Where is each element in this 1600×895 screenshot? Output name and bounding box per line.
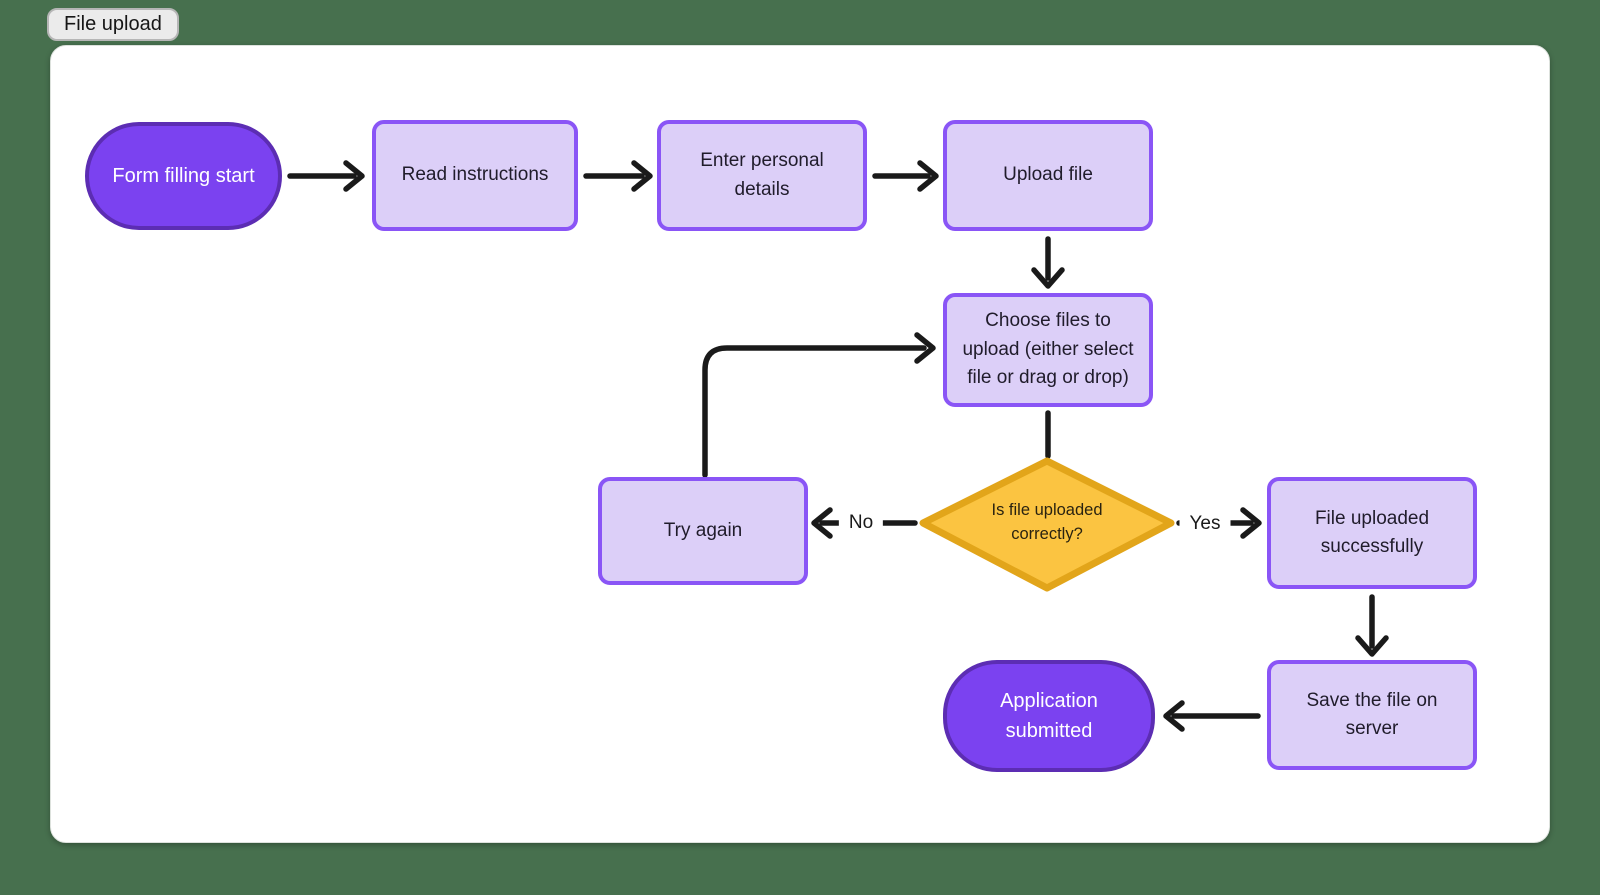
node-file-uploaded-label: File uploaded successfully <box>1314 507 1430 558</box>
node-enter-personal-details-label: Enter personal details <box>700 150 824 200</box>
node-read-instructions-label: Read instructions <box>401 164 549 186</box>
arrow-start-to-read <box>287 160 365 192</box>
node-try-again-label: Try again <box>663 519 743 541</box>
tab-label: File upload <box>64 13 162 35</box>
node-start-label: Form filling start <box>112 165 255 187</box>
node-file-uploaded[interactable]: File uploaded successfully <box>1267 477 1477 589</box>
node-choose-files-label: Choose files to upload (either select fi… <box>962 310 1134 389</box>
node-read-instructions[interactable]: Read instructions <box>372 120 578 231</box>
arrow-upload-to-choose <box>1031 236 1065 289</box>
node-try-again[interactable]: Try again <box>598 477 808 585</box>
node-decision[interactable]: Is file uploaded correctly? <box>962 488 1132 558</box>
arrow-try-again-to-choose <box>702 332 936 478</box>
node-decision-label: Is file uploaded correctly? <box>991 501 1103 543</box>
arrow-save-to-end <box>1163 700 1261 732</box>
node-upload-file[interactable]: Upload file <box>943 120 1153 231</box>
node-enter-personal-details[interactable]: Enter personal details <box>657 120 867 231</box>
node-save-file-label: Save the file on server <box>1306 689 1438 740</box>
node-choose-files[interactable]: Choose files to upload (either select fi… <box>943 293 1153 407</box>
decision-diamond-shape[interactable] <box>919 457 1175 592</box>
edge-label-no: No <box>838 510 884 536</box>
arrow-read-to-enter <box>583 160 653 192</box>
node-save-file[interactable]: Save the file on server <box>1267 660 1477 770</box>
node-end[interactable]: Application submitted <box>943 660 1155 772</box>
node-upload-file-label: Upload file <box>1003 164 1093 186</box>
file-upload-tab[interactable]: File upload <box>47 8 179 41</box>
edge-label-yes: Yes <box>1179 511 1231 537</box>
arrow-file-uploaded-to-save <box>1355 594 1389 657</box>
arrow-enter-to-upload <box>872 160 939 192</box>
node-end-label: Application submitted <box>1000 690 1098 742</box>
node-start[interactable]: Form filling start <box>85 122 282 230</box>
